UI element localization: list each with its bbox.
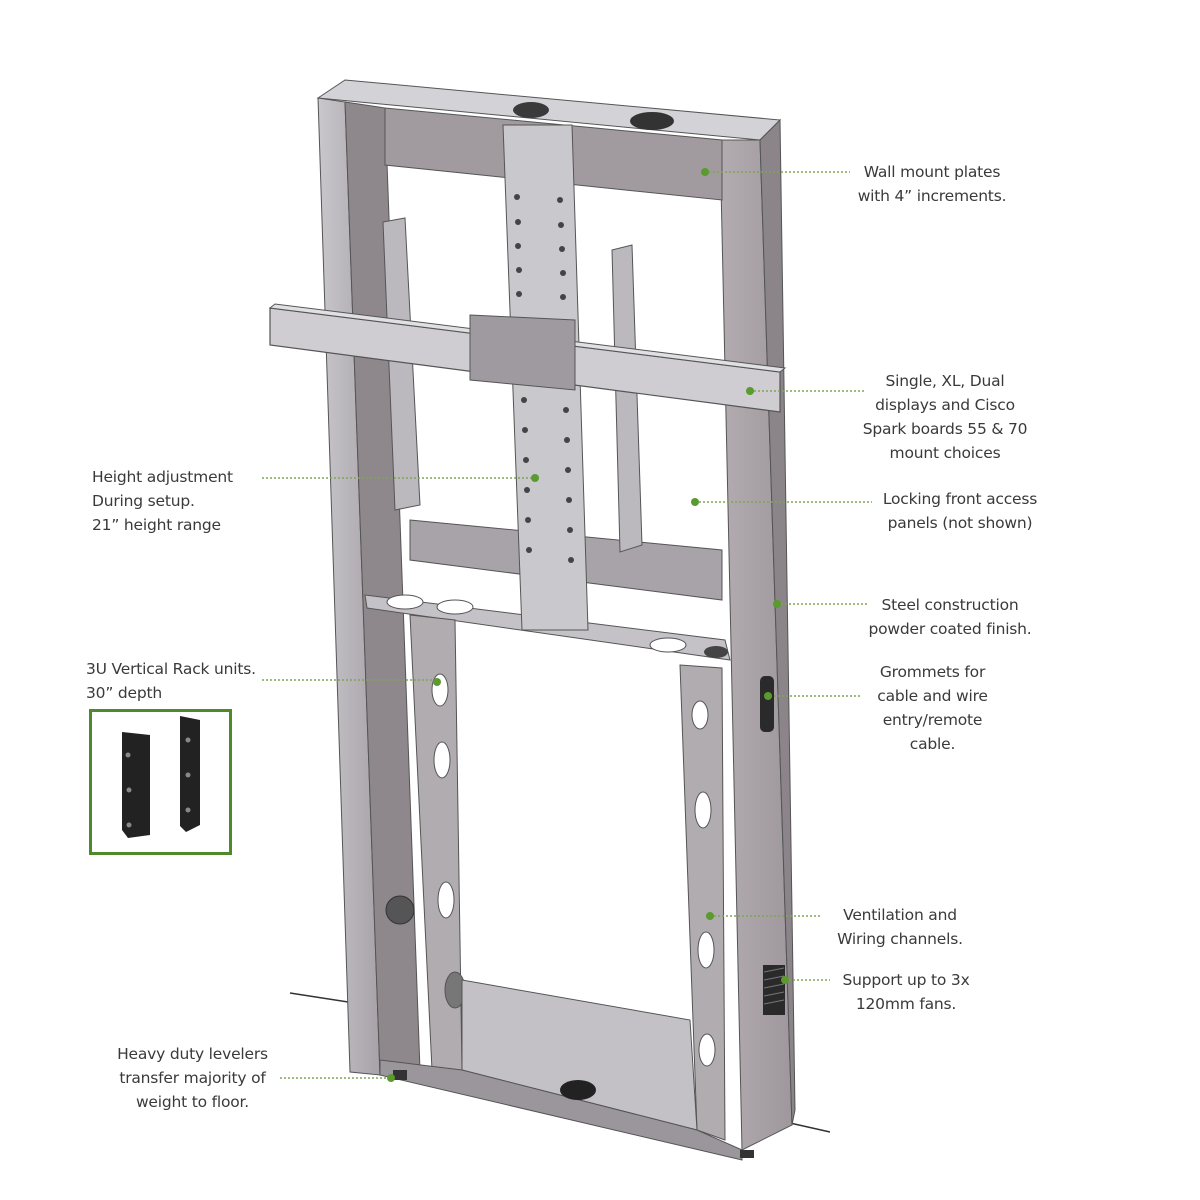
callout-leaders — [262, 171, 872, 1079]
callout-grommets: Grommets for cable and wire entry/remote… — [877, 663, 988, 753]
callout-height-adjust: Height adjustment During setup. 21” heig… — [92, 468, 233, 534]
callout-ventilation: Ventilation and Wiring channels. — [837, 906, 963, 948]
callout-rack-units: 3U Vertical Rack units. 30” depth — [86, 660, 256, 702]
column-holes — [514, 194, 574, 563]
side-grommet — [760, 676, 774, 732]
callout-levelers: Heavy duty levelers transfer majority of… — [117, 1045, 268, 1111]
top-grommet-2 — [630, 112, 674, 130]
base-grommet — [560, 1080, 596, 1100]
callout-display-choices: Single, XL, Dual displays and Cisco Spar… — [862, 372, 1028, 462]
leveler-foot-left — [393, 1070, 407, 1080]
callout-fans: Support up to 3x 120mm fans. — [842, 971, 970, 1013]
leveler-foot-right — [740, 1150, 754, 1158]
fan-vent — [763, 965, 785, 1015]
callout-locking-panels: Locking front access panels (not shown) — [882, 490, 1038, 532]
floor-line-right — [789, 1122, 831, 1133]
callout-wall-mount: Wall mount plates with 4” increments. — [857, 163, 1007, 205]
rack-rails-inset — [89, 709, 232, 855]
right-mount-plate — [611, 244, 643, 553]
bar-clamp — [469, 314, 576, 391]
fan-icon — [385, 895, 415, 925]
lower-right-rail — [679, 664, 726, 1141]
callout-steel-construction: Steel construction powder coated finish. — [868, 596, 1032, 638]
top-grommet-1 — [513, 102, 549, 118]
callout-dots — [387, 168, 789, 1082]
left-mount-plate — [382, 217, 421, 511]
